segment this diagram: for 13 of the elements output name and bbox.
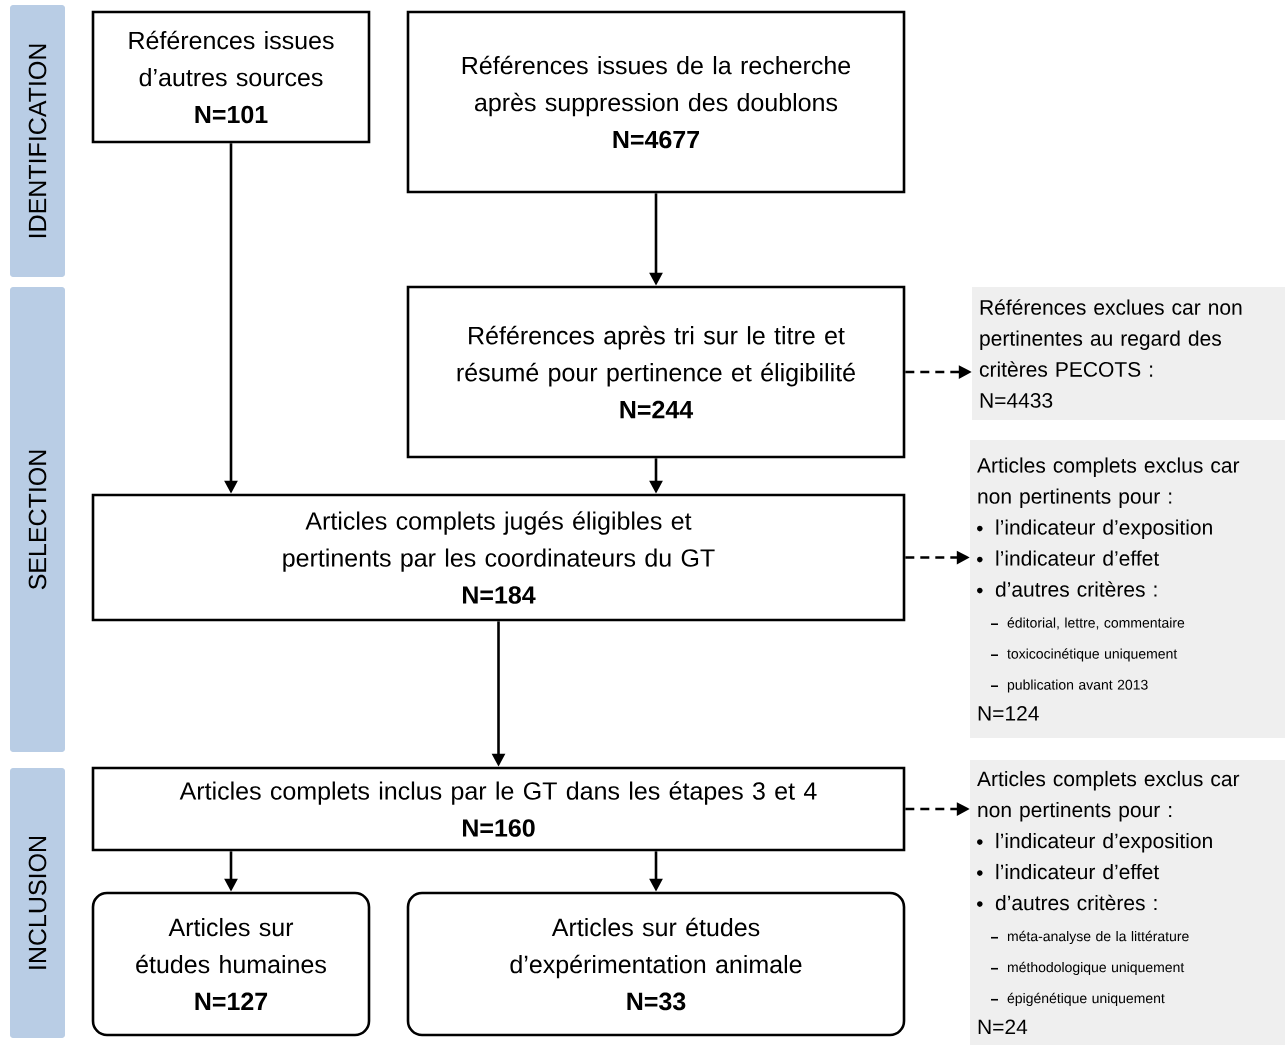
result-box: Articles sur études humaines N=127: [91, 891, 371, 1037]
process-box: Articles complets inclus par le GT dans les étapes 3 et 4 N=160: [91, 766, 906, 852]
stage-band: SELECTION: [10, 287, 65, 752]
exclusion-note: Références exclues car non pertinentes au regard des critères PECOTS : N=4433: [972, 287, 1285, 420]
process-box: Références après tri sur le titre et résumé pour pertinence et éligibilité N=244: [406, 285, 906, 459]
result-box: Articles sur études d’expérimentation animale N=33: [406, 891, 906, 1037]
process-box: Articles complets jugés éligibles et pertinents par les coordinateurs du GT N=184: [91, 493, 906, 622]
exclusion-note: Articles complets exclus car non pertinents pour : l’indicateur d’exposition l’indicateur d’effet d’autres critères : méta-analyse de la littérature méthodologique uniquement épigénétique uniquement N=24: [970, 760, 1285, 1045]
exclusion-note: Articles complets exclus car non pertinents pour : l’indicateur d’exposition l’indicateur d’effet d’autres critères : éditorial, lettre, commentaire toxicocinétique uniquement publication avant 2013 N=124: [970, 440, 1285, 738]
process-box: Références issues de la recherche après suppression des doublons N=4677: [406, 10, 906, 194]
stage-band: IDENTIFICATION: [10, 5, 65, 277]
process-box: Références issues d’autres sources N=101: [91, 10, 371, 144]
stage-band: INCLUSION: [10, 768, 65, 1038]
